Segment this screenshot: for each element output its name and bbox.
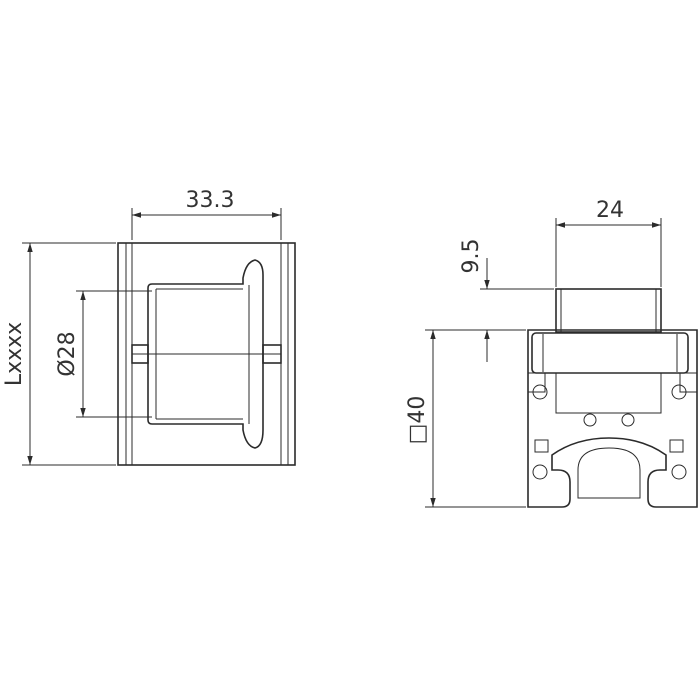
profile-left-wall — [528, 372, 546, 393]
screw-hole-top-right — [671, 384, 687, 400]
side-roller-body — [531, 332, 689, 374]
profile-outline — [527, 329, 698, 508]
profile-center-slot — [577, 447, 641, 499]
dim-width-label: 33.3 — [186, 188, 235, 213]
dim-profile-label: □40 — [405, 396, 430, 445]
screw-hole-top-left — [532, 384, 548, 400]
front-view: 33.3 Lxxxx Ø28 — [2, 188, 296, 466]
front-outer-frame — [117, 242, 296, 466]
screw-hole-mid-left — [583, 413, 597, 427]
profile-right-wall — [679, 372, 697, 393]
profile-pocket-right — [669, 439, 684, 453]
roller-body — [147, 259, 264, 449]
screw-hole-bottom-right — [671, 464, 687, 480]
profile-pocket-left — [534, 439, 549, 453]
side-roller-lower — [555, 372, 662, 414]
side-view: 24 9.5 □40 — [405, 198, 698, 508]
screw-hole-bottom-left — [532, 464, 548, 480]
side-roller-top — [555, 288, 662, 333]
screw-hole-mid-right — [621, 413, 635, 427]
dim-length-label: Lxxxx — [2, 322, 27, 386]
dim-offset-label: 9.5 — [459, 239, 484, 274]
dim-roller-width-label: 24 — [596, 198, 624, 223]
dim-diameter-label: Ø28 — [55, 331, 80, 376]
